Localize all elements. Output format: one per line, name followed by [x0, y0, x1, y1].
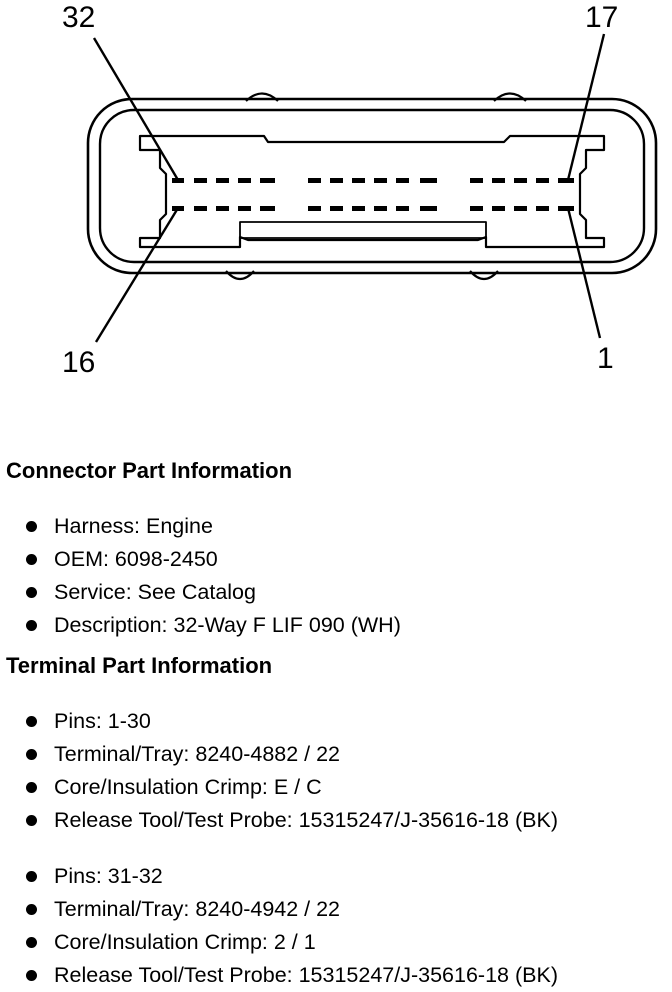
list-item-text: Service: See Catalog: [54, 580, 256, 604]
connector-face-drawing: [86, 33, 658, 343]
connector-outer-housing: [86, 97, 658, 275]
list-item: Terminal/Tray: 8240-4942 / 22: [0, 893, 558, 926]
cavity: [194, 178, 207, 183]
cavity: [352, 178, 365, 183]
bullet-icon: [26, 554, 37, 565]
pin-label-32: 32: [62, 1, 96, 34]
cavity: [374, 206, 387, 211]
bullet-icon: [26, 716, 37, 727]
cavity: [172, 178, 184, 183]
cavity: [396, 178, 409, 183]
list-item-text: Core/Insulation Crimp: 2 / 1: [54, 930, 316, 954]
bullet-icon: [26, 937, 37, 948]
list-item-text: Terminal/Tray: 8240-4882 / 22: [54, 742, 341, 766]
terminal-cavities: [172, 178, 574, 211]
cavity: [352, 206, 365, 211]
list-item: Release Tool/Test Probe: 15315247/J-3561…: [0, 804, 558, 837]
list-item-text: Release Tool/Test Probe: 15315247/J-3561…: [54, 808, 558, 832]
list-item-text: Release Tool/Test Probe: 15315247/J-3561…: [54, 963, 558, 987]
housing-lug: [469, 270, 499, 281]
connector-info-list: Harness: Engine OEM: 6098-2450 Service: …: [0, 510, 401, 642]
bullet-icon: [26, 904, 37, 915]
cavity: [330, 178, 343, 183]
cavity: [558, 206, 574, 211]
cavity: [492, 178, 505, 183]
list-item: Pins: 31-32: [0, 860, 558, 893]
leader-line-16: [94, 207, 180, 343]
list-item: Core/Insulation Crimp: 2 / 1: [0, 926, 558, 959]
list-item-text: OEM: 6098-2450: [54, 547, 218, 571]
cavity: [308, 206, 321, 211]
cavity: [260, 178, 275, 183]
list-item: Pins: 1-30: [0, 705, 558, 738]
list-item: OEM: 6098-2450: [0, 543, 401, 576]
list-item: Service: See Catalog: [0, 576, 401, 609]
cavity: [260, 206, 275, 211]
cavity: [492, 206, 505, 211]
cavity: [374, 178, 387, 183]
list-item-text: Harness: Engine: [54, 514, 213, 538]
connector-section-title: Connector Part Information: [6, 458, 293, 483]
list-item: Harness: Engine: [0, 510, 401, 543]
cavity: [194, 206, 207, 211]
cavity: [420, 206, 437, 211]
bullet-icon: [26, 587, 37, 598]
cavity: [514, 178, 527, 183]
leader-line-1: [566, 207, 602, 339]
list-item: Terminal/Tray: 8240-4882 / 22: [0, 738, 558, 771]
cavity: [216, 206, 229, 211]
pin-label-17: 17: [585, 1, 619, 34]
cavity: [536, 178, 549, 183]
terminal-info-list-2: Pins: 31-32 Terminal/Tray: 8240-4942 / 2…: [0, 860, 558, 992]
list-item: Core/Insulation Crimp: E / C: [0, 771, 558, 804]
cavity: [514, 206, 527, 211]
connector-inner-outline: [98, 108, 646, 264]
list-item-text: Core/Insulation Crimp: E / C: [54, 775, 322, 799]
housing-lug: [245, 92, 279, 102]
pin-label-1: 1: [597, 342, 614, 375]
housing-lug: [493, 92, 527, 102]
bullet-icon: [26, 620, 37, 631]
connector-mating-face: [138, 134, 606, 249]
cavity: [330, 206, 343, 211]
housing-lug: [225, 270, 255, 281]
list-item-text: Description: 32-Way F LIF 090 (WH): [54, 613, 401, 637]
bullet-icon: [26, 871, 37, 882]
leader-line-32: [92, 37, 180, 181]
connector-diagram: 32 17 16 1: [0, 0, 672, 400]
cavity: [536, 206, 549, 211]
terminal-section-title: Terminal Part Information: [6, 653, 273, 678]
cavity: [308, 178, 321, 183]
cavity: [558, 178, 574, 183]
bullet-icon: [26, 521, 37, 532]
leader-line-17: [566, 33, 606, 181]
cavity: [396, 206, 409, 211]
bullet-icon: [26, 749, 37, 760]
list-item: Release Tool/Test Probe: 15315247/J-3561…: [0, 959, 558, 992]
bullet-icon: [26, 782, 37, 793]
cavity: [470, 178, 483, 183]
cavity: [238, 206, 251, 211]
cavity: [420, 178, 437, 183]
cavity: [238, 178, 251, 183]
bullet-icon: [26, 970, 37, 981]
list-item-text: Terminal/Tray: 8240-4942 / 22: [54, 897, 341, 921]
cavity: [216, 178, 229, 183]
pin-label-16: 16: [62, 346, 96, 379]
terminal-info-list-1: Pins: 1-30 Terminal/Tray: 8240-4882 / 22…: [0, 705, 558, 837]
list-item: Description: 32-Way F LIF 090 (WH): [0, 609, 401, 642]
bullet-icon: [26, 815, 37, 826]
list-item-text: Pins: 31-32: [54, 864, 163, 888]
cavity: [470, 206, 483, 211]
connector-key-slot: [239, 221, 487, 239]
list-item-text: Pins: 1-30: [54, 709, 151, 733]
